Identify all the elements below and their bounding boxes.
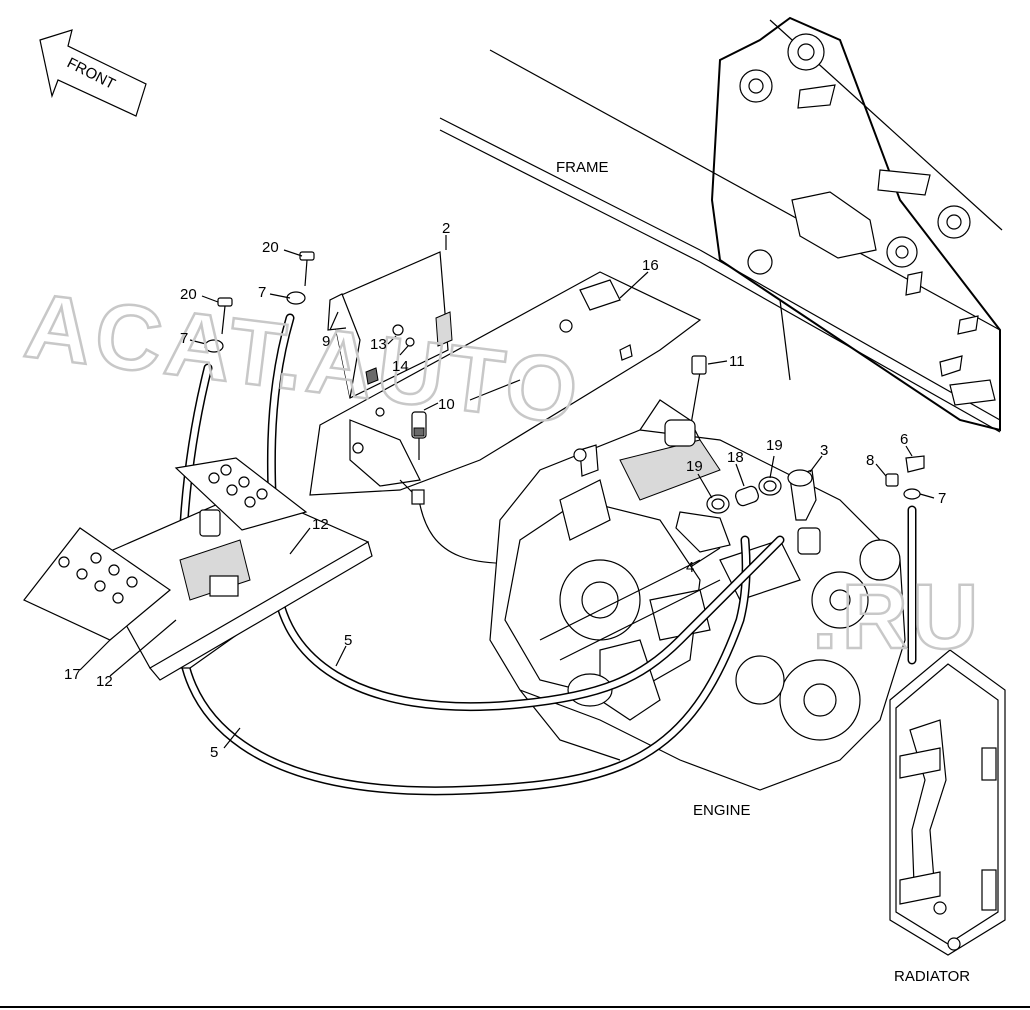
callout-9: 9 — [322, 333, 330, 350]
callout-12-lower: 12 — [96, 673, 113, 690]
callout-20-lower: 20 — [180, 286, 197, 303]
callout-10: 10 — [438, 396, 455, 413]
frame-structure — [439, 16, 1003, 433]
callout-11: 11 — [729, 353, 745, 370]
watermark-right: .RU — [812, 566, 982, 668]
hose-fittings — [675, 455, 925, 555]
callout-3: 3 — [820, 442, 828, 459]
callout-20-upper: 20 — [262, 239, 279, 256]
callout-7-lower: 7 — [180, 330, 188, 347]
pedal-assembly — [23, 457, 373, 681]
leader-lines — [79, 235, 935, 749]
callout-19-right: 19 — [766, 437, 783, 454]
front-arrow-icon: FRONT — [39, 29, 147, 117]
mounting-bracket-plate — [309, 251, 702, 501]
callout-5-upper: 5 — [344, 632, 352, 649]
label-engine: ENGINE — [693, 802, 751, 819]
label-radiator: RADIATOR — [894, 968, 970, 985]
label-frame: FRAME — [556, 159, 609, 176]
callout-14: 14 — [392, 358, 409, 375]
callout-8: 8 — [866, 452, 874, 469]
callout-18: 18 — [727, 449, 744, 466]
callout-7-upper: 7 — [258, 284, 266, 301]
callout-19-left: 19 — [686, 458, 703, 475]
callout-7-right: 7 — [938, 490, 946, 507]
callout-6: 6 — [900, 431, 908, 448]
callout-12-upper: 12 — [312, 516, 329, 533]
radiator — [889, 649, 1006, 956]
callout-2: 2 — [442, 220, 450, 237]
callout-5-lower: 5 — [210, 744, 218, 761]
callout-16: 16 — [642, 257, 659, 274]
callout-17: 17 — [64, 666, 81, 683]
callout-4: 4 — [686, 559, 694, 576]
callout-13: 13 — [370, 336, 387, 353]
